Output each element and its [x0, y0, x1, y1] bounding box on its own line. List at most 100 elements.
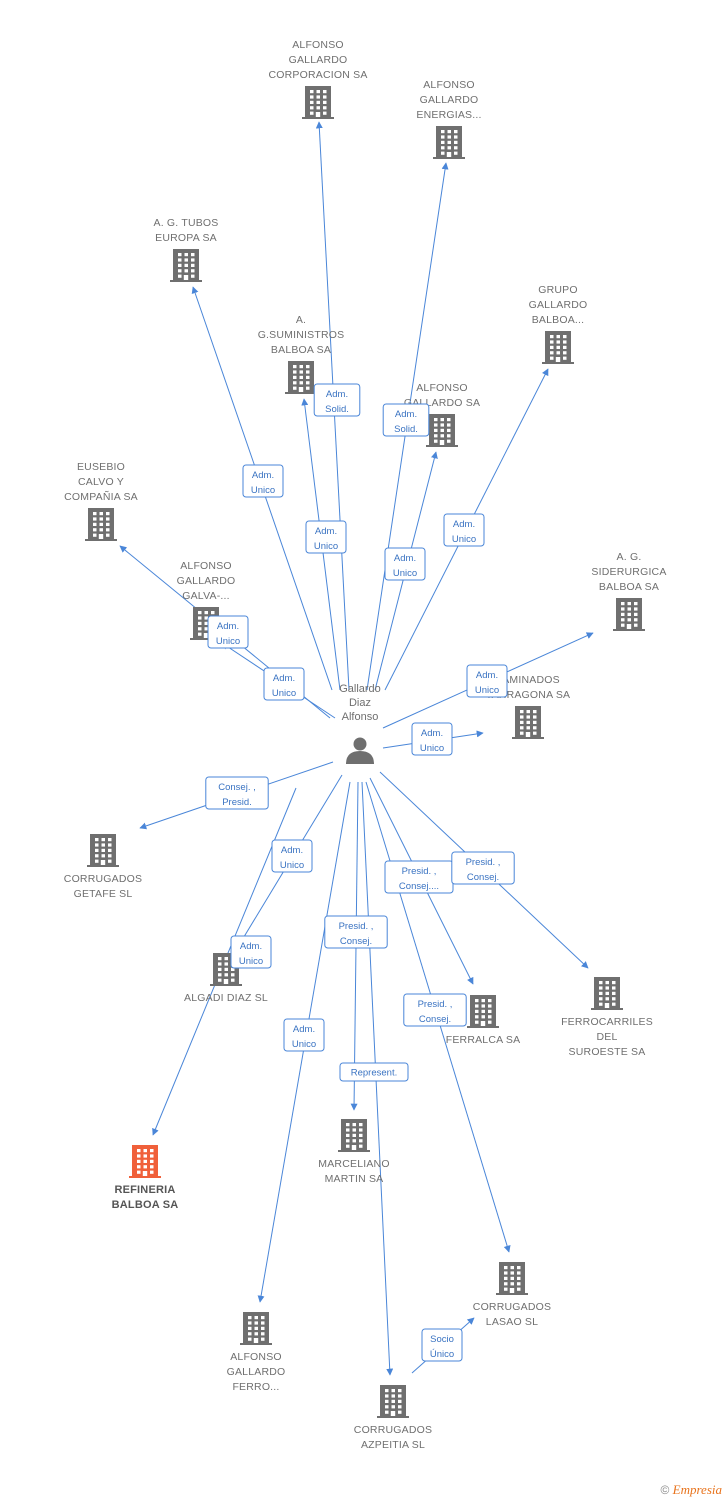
- company-label: ALGADI DIAZ SL: [184, 992, 268, 1004]
- building-icon: [426, 414, 458, 447]
- building-icon: [542, 331, 574, 364]
- building-icon: [302, 86, 334, 119]
- edge-label[interactable]: Adm. Solid.: [382, 403, 430, 437]
- company-label: SUROESTE SA: [569, 1046, 646, 1058]
- building-icon: [285, 361, 317, 394]
- company-label: ALFONSO: [180, 560, 232, 572]
- company-node-alfonso-gallardo-energias[interactable]: ALFONSOGALLARDOENERGIAS...: [416, 79, 481, 159]
- edge-label-text: Consej.: [419, 1014, 451, 1025]
- company-label: A.: [296, 314, 306, 326]
- edge-label-text: Adm.: [281, 845, 303, 856]
- edge-label[interactable]: Adm.Unico: [305, 520, 347, 554]
- company-node-eusebio-calvo[interactable]: EUSEBIO CALVO Y COMPAÑIA SA: [64, 461, 138, 541]
- edge-label-text: Adm.: [421, 728, 443, 739]
- company-node-alfonso-gallardo-corporacion[interactable]: ALFONSO GALLARDO CORPORACION SA: [268, 39, 367, 119]
- edge-label[interactable]: Presid. ,Consej.: [403, 993, 467, 1027]
- company-label: LAMINADOS: [496, 674, 560, 686]
- edge-label[interactable]: Presid. ,Consej.: [451, 851, 515, 885]
- edge-label[interactable]: Presid. ,Consej....: [384, 860, 454, 894]
- edge-label[interactable]: Represent.: [339, 1062, 409, 1082]
- company-label: ALFONSO: [423, 79, 475, 91]
- company-node-grupo-gallardo-balboa[interactable]: GRUPOGALLARDOBALBOA...: [529, 284, 588, 364]
- edge-label[interactable]: Adm.Unico: [230, 935, 272, 969]
- footer: © Empresia: [660, 1482, 722, 1498]
- edge-label[interactable]: Adm.Unico: [384, 547, 426, 581]
- edge-label[interactable]: Presid. ,Consej.: [324, 915, 388, 949]
- building-icon: [87, 834, 119, 867]
- brand-logo[interactable]: Empresia: [672, 1482, 722, 1497]
- edge-label-text: Presid. ,: [402, 866, 437, 877]
- edge-label[interactable]: Adm. Unico: [242, 464, 284, 498]
- company-label: REFINERIA: [114, 1184, 175, 1196]
- edge-label-text: Adm.: [394, 553, 416, 564]
- edge-label-text: Socio: [430, 1334, 454, 1345]
- edge-label-text: Unico: [280, 860, 304, 871]
- company-node-algadi-diaz[interactable]: ALGADI DIAZ SL: [184, 953, 268, 1004]
- edge-label[interactable]: Adm. Unico: [411, 722, 453, 756]
- company-label: BALBOA...: [532, 314, 585, 326]
- building-icon: [613, 598, 645, 631]
- edge-label-text: Adm.: [293, 1024, 315, 1035]
- edge-label[interactable]: Adm.Solid.: [313, 383, 361, 417]
- company-label: FERRO...: [232, 1381, 279, 1393]
- company-label: GALLARDO: [529, 299, 588, 311]
- edge-label[interactable]: Adm.Unico: [263, 667, 305, 701]
- company-label: SIDERURGICA: [591, 566, 666, 578]
- edge-label-text: Unico: [314, 541, 338, 552]
- company-label: CORRUGADOS: [473, 1301, 551, 1313]
- edge-label-text: Presid. ,: [339, 921, 374, 932]
- edge-label[interactable]: Adm.Unico: [466, 664, 508, 698]
- company-label: CORRUGADOS: [354, 1424, 432, 1436]
- edge-label[interactable]: Adm.Unico: [443, 513, 485, 547]
- edge-label-text: Solid.: [394, 424, 418, 435]
- company-label: EUROPA SA: [155, 232, 217, 244]
- edge-label-text: Adm.: [217, 621, 239, 632]
- company-label: ALFONSO: [292, 39, 344, 51]
- edge-label[interactable]: Consej. ,Presid.: [205, 776, 269, 810]
- edge-label-text: Adm.: [395, 409, 417, 420]
- company-label: GALLARDO: [289, 54, 348, 66]
- edge-label-text: Único: [430, 1349, 454, 1360]
- company-node-ferralca[interactable]: FERRALCA SA: [446, 995, 521, 1046]
- edge-label-text: Unico: [216, 636, 240, 647]
- edge-label[interactable]: Adm. Unico: [207, 615, 249, 649]
- building-icon: [338, 1119, 370, 1152]
- edge-label-text: Adm.: [453, 519, 475, 530]
- company-node-corrugados-lasao[interactable]: CORRUGADOS LASAO SL: [473, 1262, 551, 1328]
- edge-label-text: Unico: [420, 743, 444, 754]
- edge-label-text: Represent.: [351, 1068, 397, 1079]
- company-label: CALVO Y: [78, 476, 124, 488]
- company-label: CORPORACION SA: [268, 69, 367, 81]
- company-label: COMPAÑIA SA: [64, 490, 138, 503]
- building-icon: [496, 1262, 528, 1295]
- building-icon: [170, 249, 202, 282]
- edge-label-text: Adm.: [240, 941, 262, 952]
- company-label: BALBOA SA: [112, 1199, 179, 1211]
- company-node-refineria-balboa[interactable]: REFINERIA BALBOA SA: [112, 1145, 179, 1211]
- edge-label-text: Presid.: [222, 797, 252, 808]
- edge-label[interactable]: Adm.Unico: [283, 1018, 325, 1052]
- company-label: GALVA-...: [182, 590, 230, 602]
- edge-label-text: Adm.: [252, 470, 274, 481]
- building-icon: [433, 126, 465, 159]
- company-label: GALLARDO: [227, 1366, 286, 1378]
- edge-label-text: Unico: [251, 485, 275, 496]
- building-icon: [85, 508, 117, 541]
- company-node-alfonso-gallardo-ferro[interactable]: ALFONSOGALLARDOFERRO...: [227, 1312, 286, 1393]
- building-icon: [240, 1312, 272, 1345]
- edge-label[interactable]: Adm. Unico: [271, 839, 313, 873]
- company-label: EUSEBIO: [77, 461, 125, 473]
- company-label: BALBOA SA: [599, 581, 659, 593]
- company-label: LASAO SL: [486, 1316, 538, 1328]
- company-label: MARTIN SA: [325, 1173, 384, 1185]
